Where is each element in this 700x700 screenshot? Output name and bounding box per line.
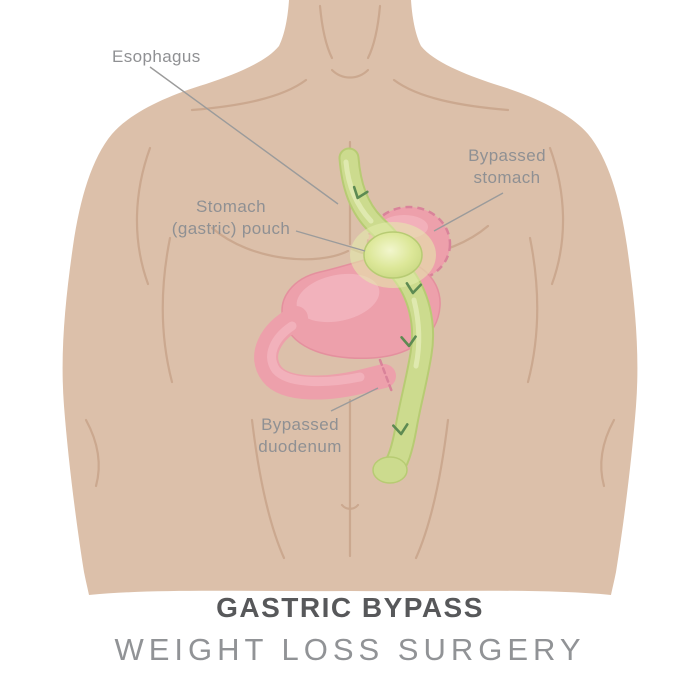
- neck-notch-line: [330, 68, 370, 79]
- flow-arrow-mid-limb: [400, 335, 417, 348]
- leader-line-bypassed-duodenum: [330, 387, 379, 412]
- flow-arrow-esophagus: [352, 185, 369, 200]
- green-tract: [338, 147, 436, 484]
- elbow-left-line: [84, 418, 100, 488]
- elbow-right-line: [600, 418, 616, 488]
- leader-line-gastric-pouch: [295, 230, 366, 252]
- flow-arrow-upper-limb: [405, 282, 423, 295]
- pec-left-line: [210, 226, 350, 261]
- diagram-subtitle: WEIGHT LOSS SURGERY: [114, 632, 586, 667]
- roux-limb-shape: [381, 262, 433, 481]
- leader-lines: [149, 66, 504, 412]
- label-bypassed-stomach-line2: stomach: [473, 168, 541, 187]
- duodenum-shape: [254, 306, 396, 400]
- jejunum-connection-shape: [372, 456, 408, 484]
- label-gastric-pouch-line1: Stomach: [196, 197, 266, 216]
- deltoid-left-line: [135, 146, 152, 286]
- armpit-left-line: [161, 236, 174, 384]
- oblique-left-line: [250, 418, 286, 560]
- duodenum-staple-line: [378, 358, 394, 394]
- collarbone-right-line: [392, 78, 510, 112]
- label-gastric-pouch-line2: (gastric) pouch: [171, 219, 291, 238]
- navel-line: [340, 503, 360, 510]
- flow-arrows: [352, 185, 423, 436]
- esophagus-highlight: [343, 159, 374, 224]
- label-esophagus-text: Esophagus: [112, 47, 201, 66]
- label-bypassed-stomach: Bypassed stomach: [447, 145, 567, 189]
- label-bypassed-duodenum-line1: Bypassed: [261, 415, 339, 434]
- flow-arrow-lower-limb: [392, 423, 409, 436]
- deltoid-right-line: [548, 146, 565, 286]
- stomach-body-highlight: [296, 273, 380, 323]
- label-bypassed-stomach-line1: Bypassed: [468, 146, 546, 165]
- gastric-pouch-shape: [363, 231, 423, 279]
- label-gastric-pouch: Stomach (gastric) pouch: [168, 196, 294, 240]
- label-bypassed-duodenum: Bypassed duodenum: [240, 414, 360, 458]
- armpit-right-line: [526, 236, 539, 384]
- leader-line-bypassed-stomach: [433, 192, 504, 232]
- neck-tendon-right-line: [366, 4, 382, 60]
- leader-line-esophagus: [149, 66, 339, 205]
- diagram-title: GASTRIC BYPASS: [216, 592, 484, 623]
- roux-limb-highlight: [411, 297, 422, 369]
- duodenum-highlight: [267, 321, 365, 387]
- neck-tendon-left-line: [318, 4, 334, 60]
- label-bypassed-duodenum-line2: duodenum: [258, 437, 342, 456]
- label-esophagus: Esophagus: [112, 46, 201, 68]
- oblique-right-line: [414, 418, 450, 560]
